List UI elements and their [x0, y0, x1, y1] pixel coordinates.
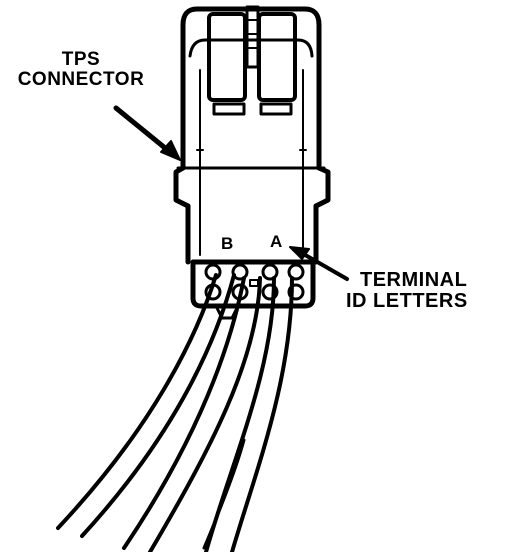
leader-arrows [113, 105, 349, 281]
terminal-block [190, 259, 316, 320]
tps-label-line2: CONNECTOR [17, 68, 145, 90]
wire-bundle [56, 273, 294, 552]
terminal-a-letter: A [270, 232, 283, 251]
terminal-label-line1: TERMINAL [360, 269, 468, 291]
terminal-b-letter: B [221, 234, 234, 253]
latch-tabs [207, 5, 297, 116]
connector-housing [173, 6, 331, 265]
tps-label-line1: TPS [61, 49, 101, 70]
tps-connector-label: TPS CONNECTOR [2, 50, 160, 90]
terminal-id-letters-label: TERMINAL ID LETTERS [346, 270, 468, 312]
terminal-label-line2: ID LETTERS [346, 290, 468, 312]
